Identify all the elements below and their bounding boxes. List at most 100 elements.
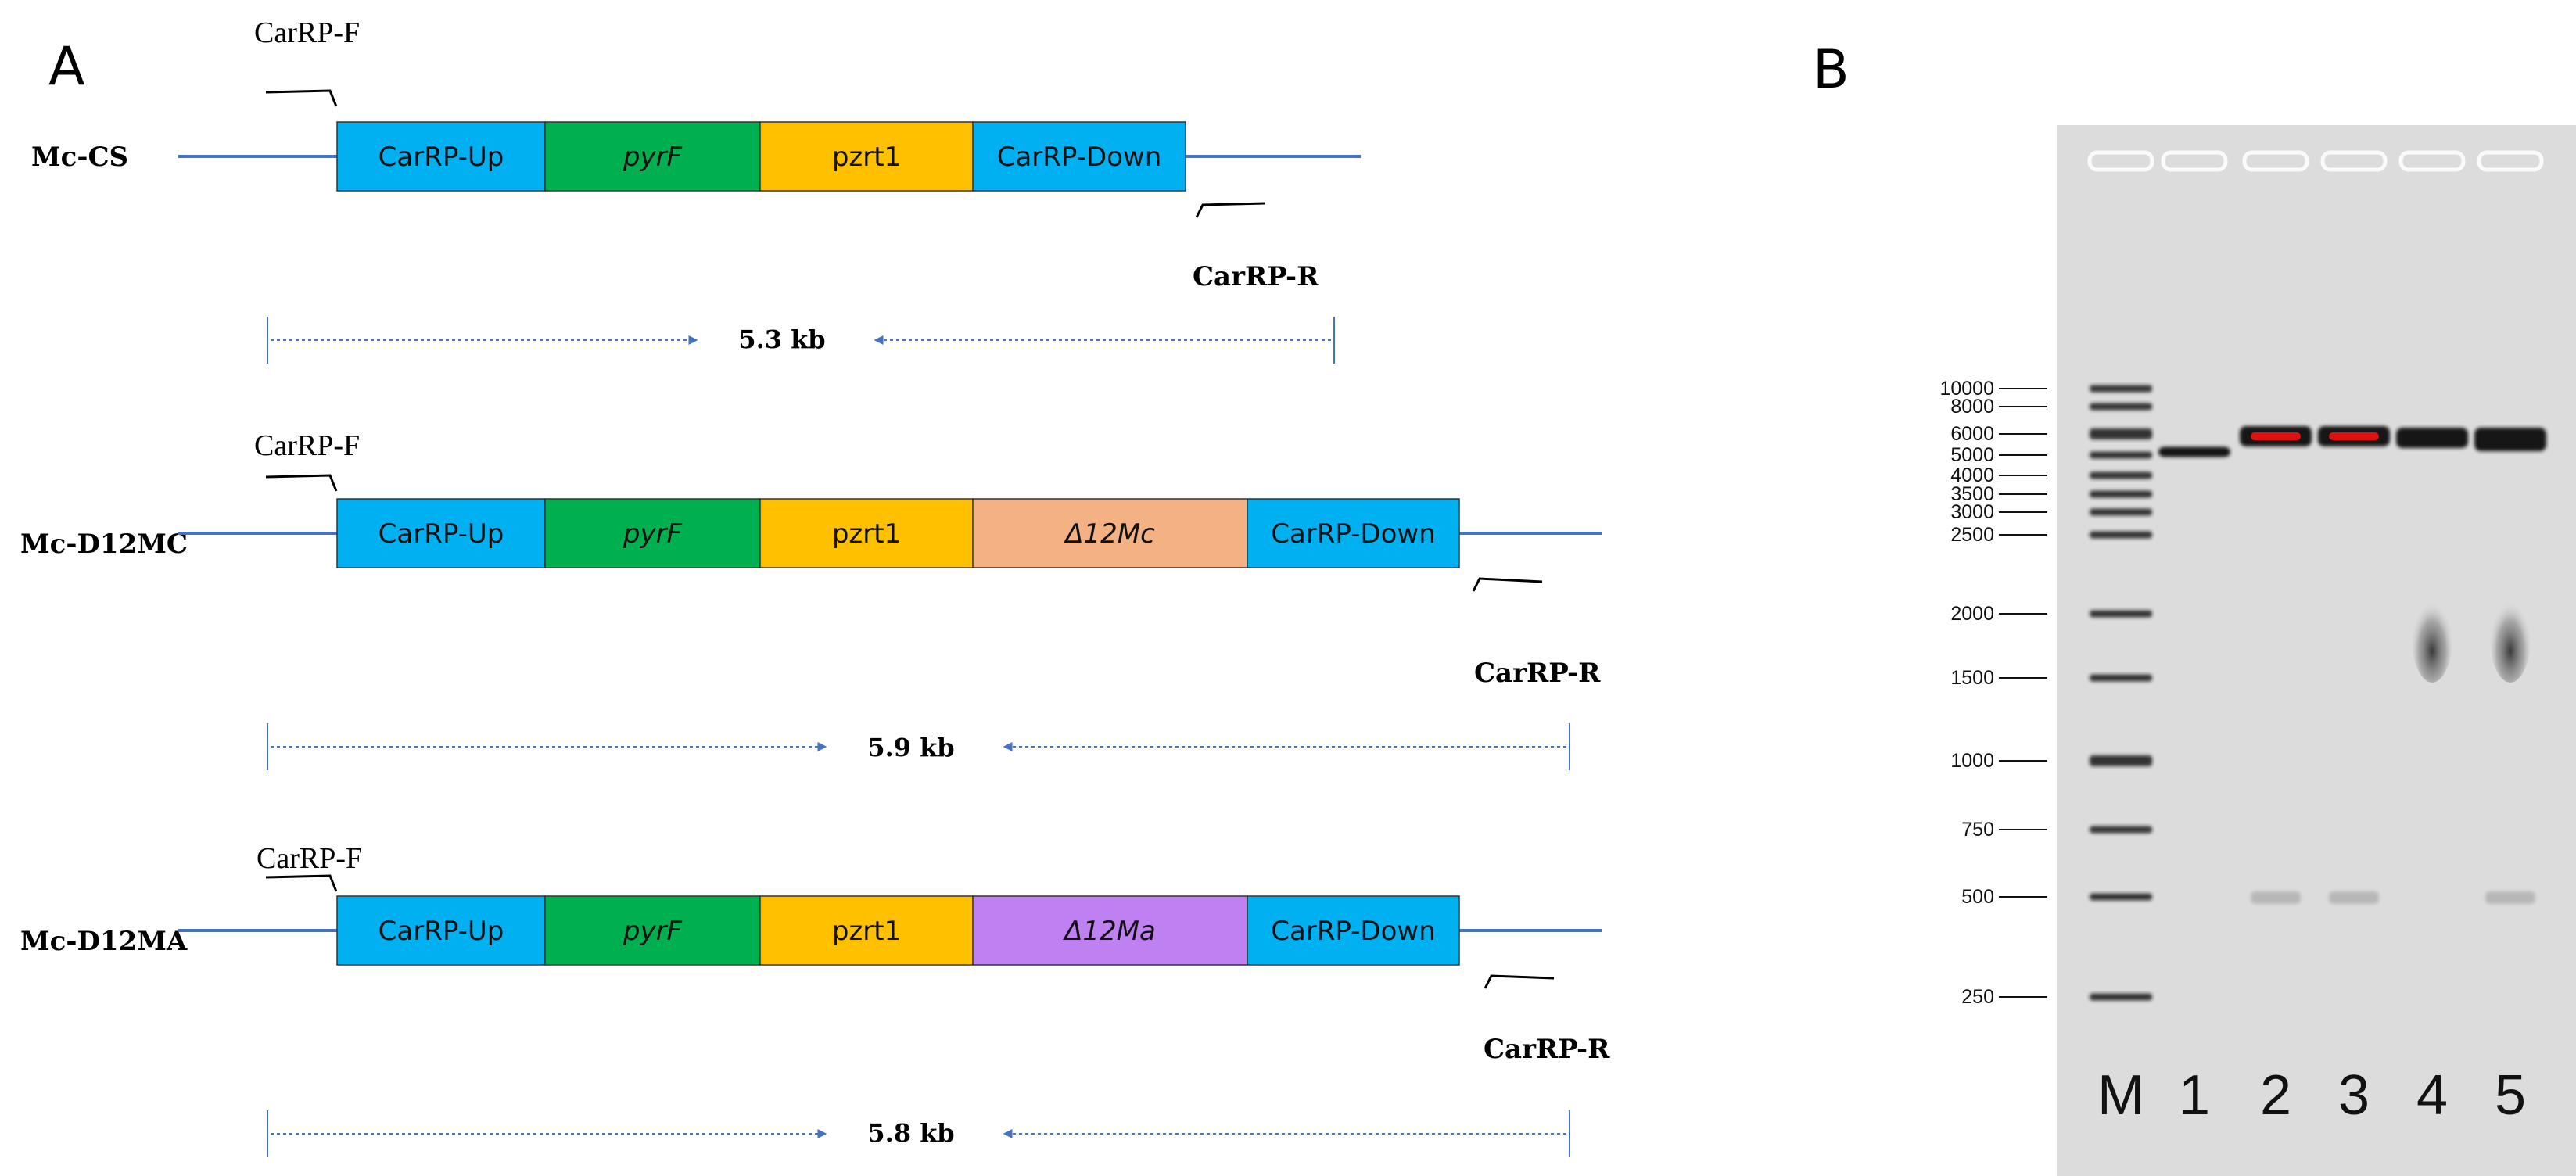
- gel-image: [2057, 125, 2576, 1176]
- segment-box: [336, 498, 546, 568]
- segment-label: pzrt1: [832, 518, 901, 550]
- ladder-band: [2090, 993, 2152, 1001]
- segment-label: pyrF: [622, 142, 683, 173]
- ladder-size-label: 2000: [1950, 603, 1994, 625]
- lane-label: 4: [2416, 1064, 2448, 1127]
- ladder-size-label: 750: [1961, 819, 1994, 841]
- sample-band: [2474, 428, 2546, 451]
- lane-label: 2: [2260, 1064, 2291, 1127]
- ladder-band: [2090, 385, 2152, 393]
- ladder-band: [2090, 826, 2152, 834]
- ladder-size-label: 3500: [1950, 483, 1994, 505]
- ladder-band: [2090, 471, 2152, 479]
- segment-label: CarRP-Up: [379, 518, 504, 550]
- gel-well: [2398, 150, 2466, 172]
- ladder-size-label: 5000: [1950, 444, 1994, 466]
- ladder-band: [2090, 531, 2152, 539]
- ladder-band: [2090, 674, 2152, 682]
- segment-box: [544, 121, 761, 192]
- forward-primer-arrow: [265, 89, 338, 107]
- segment-label: Δ12Mc: [1063, 518, 1155, 550]
- gel-lanes: [2087, 150, 2546, 1001]
- ladder-size-label: 3000: [1950, 501, 1994, 523]
- forward-primer-arrow: [265, 874, 338, 892]
- gel-well: [2477, 150, 2544, 172]
- segment-box: [759, 498, 974, 568]
- ladder-band: [2090, 451, 2152, 459]
- ladder-band: [2090, 428, 2152, 439]
- segment-box: [544, 895, 761, 966]
- reverse-primer-label: CarRP-R: [1484, 1034, 1610, 1065]
- ladder-size-label: 4000: [1950, 464, 1994, 486]
- reverse-primer-arrow: [1472, 577, 1543, 592]
- amplicon-size-label: 5.8 kb: [867, 1118, 954, 1148]
- panel-a-letter: A: [48, 36, 85, 98]
- forward-primer-label: CarRP-F: [257, 842, 362, 875]
- ladder-band: [2090, 755, 2152, 766]
- segment-label: pzrt1: [832, 142, 901, 173]
- segment-label: CarRP-Up: [379, 142, 504, 173]
- forward-primer-label: CarRP-F: [254, 429, 360, 462]
- ladder-size-label: 1500: [1950, 667, 1994, 689]
- faint-band: [2251, 891, 2301, 904]
- sample-band: [2396, 428, 2468, 448]
- segment-box: [972, 121, 1186, 192]
- ladder-size-label: 1000: [1950, 750, 1994, 772]
- saturated-band-core: [2329, 432, 2379, 440]
- segment-box: [336, 895, 546, 966]
- amplicon-size-label: 5.9 kb: [867, 733, 954, 762]
- ladder-size-label: 6000: [1950, 423, 1994, 445]
- segment-box: [336, 121, 546, 192]
- ladder-size-label: 2500: [1950, 524, 1994, 546]
- gel-well: [2161, 150, 2228, 172]
- segment-label: Δ12Ma: [1062, 916, 1156, 947]
- ladder-band: [2090, 403, 2152, 411]
- lane-label: 3: [2338, 1064, 2370, 1127]
- reverse-primer-label: CarRP-R: [1193, 261, 1319, 292]
- ladder-band: [2090, 893, 2152, 901]
- segment-label: CarRP-Up: [379, 916, 504, 947]
- ladder-band: [2090, 610, 2152, 618]
- segment-label: pyrF: [622, 916, 683, 947]
- ladder-size-label: 8000: [1950, 396, 1994, 418]
- ladder-size-label: 500: [1961, 886, 1994, 908]
- gel-well: [2087, 150, 2154, 172]
- faint-band: [2485, 891, 2535, 904]
- segment-box: [1247, 895, 1460, 966]
- sample-band: [2158, 446, 2230, 457]
- panel-b-letter: B: [1813, 39, 1849, 101]
- reverse-primer-arrow: [1195, 202, 1266, 218]
- ladder-band: [2090, 508, 2152, 516]
- ladder-size-label: 10000: [1939, 378, 1994, 400]
- forward-primer-arrow: [265, 474, 338, 492]
- forward-primer-label: CarRP-F: [254, 16, 360, 49]
- panel-b: B 10000800060005000400035003000250020001…: [1813, 39, 2576, 1176]
- saturated-band-core: [2251, 432, 2301, 440]
- segment-box: [972, 895, 1248, 966]
- segment-box: [759, 895, 974, 966]
- dna-smear: [2412, 592, 2452, 683]
- segment-box: [759, 121, 974, 192]
- segment-box: [1247, 498, 1460, 568]
- reverse-primer-label: CarRP-R: [1474, 658, 1601, 689]
- segment-label: CarRP-Down: [1271, 916, 1436, 947]
- dna-smear: [2490, 592, 2531, 683]
- segment-label: pyrF: [622, 518, 683, 550]
- gel-well: [2242, 150, 2309, 172]
- gel-well: [2320, 150, 2388, 172]
- lane-label: M: [2097, 1064, 2144, 1127]
- construct-name: Mc-CS: [31, 142, 128, 173]
- segment-label: pzrt1: [832, 916, 901, 947]
- reverse-primer-arrow: [1484, 974, 1555, 989]
- ladder-band: [2090, 490, 2152, 498]
- ladder-size-label: 250: [1961, 986, 1994, 1008]
- segment-label: CarRP-Down: [997, 142, 1162, 173]
- segment-box: [972, 498, 1248, 568]
